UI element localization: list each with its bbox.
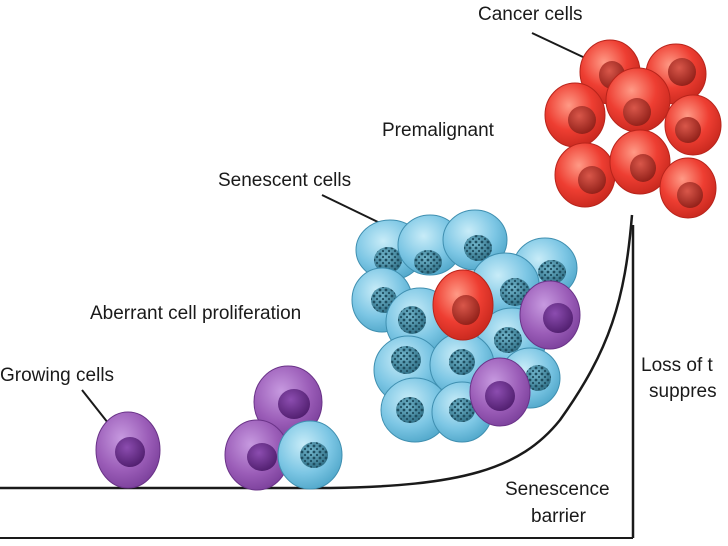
label-cancer-cells: Cancer cells [478, 4, 583, 25]
purple-cell [469, 357, 531, 427]
label-senescence-barrier-2: barrier [531, 506, 586, 527]
cancer-cell [544, 82, 606, 148]
premalignant-cell [432, 269, 494, 341]
senescent-cell [380, 377, 450, 443]
growing-cell [95, 411, 161, 489]
cancer-cell [554, 142, 616, 208]
cancer-cell [664, 94, 722, 156]
label-loss-of-tumor-suppression-2: suppres [649, 381, 717, 402]
cancer-cell [609, 129, 671, 195]
pointer-senescent [321, 194, 381, 224]
cancer-cell [605, 67, 671, 133]
label-loss-of-tumor-suppression-1: Loss of t [641, 355, 713, 376]
label-premalignant: Premalignant [382, 120, 494, 141]
aberrant-cell-cluster [224, 365, 343, 491]
label-senescence-barrier-1: Senescence [505, 479, 610, 500]
senescent-cell [442, 209, 508, 271]
cancer-cell [659, 157, 717, 219]
senescent-cell-cluster [351, 209, 581, 443]
label-senescent-cells: Senescent cells [218, 170, 352, 191]
purple-cell [519, 280, 581, 350]
cancer-cell-cluster [544, 39, 722, 219]
label-aberrant-proliferation: Aberrant cell proliferation [90, 303, 302, 324]
label-growing-cells: Growing cells [0, 365, 115, 386]
progression-curve [0, 214, 634, 490]
